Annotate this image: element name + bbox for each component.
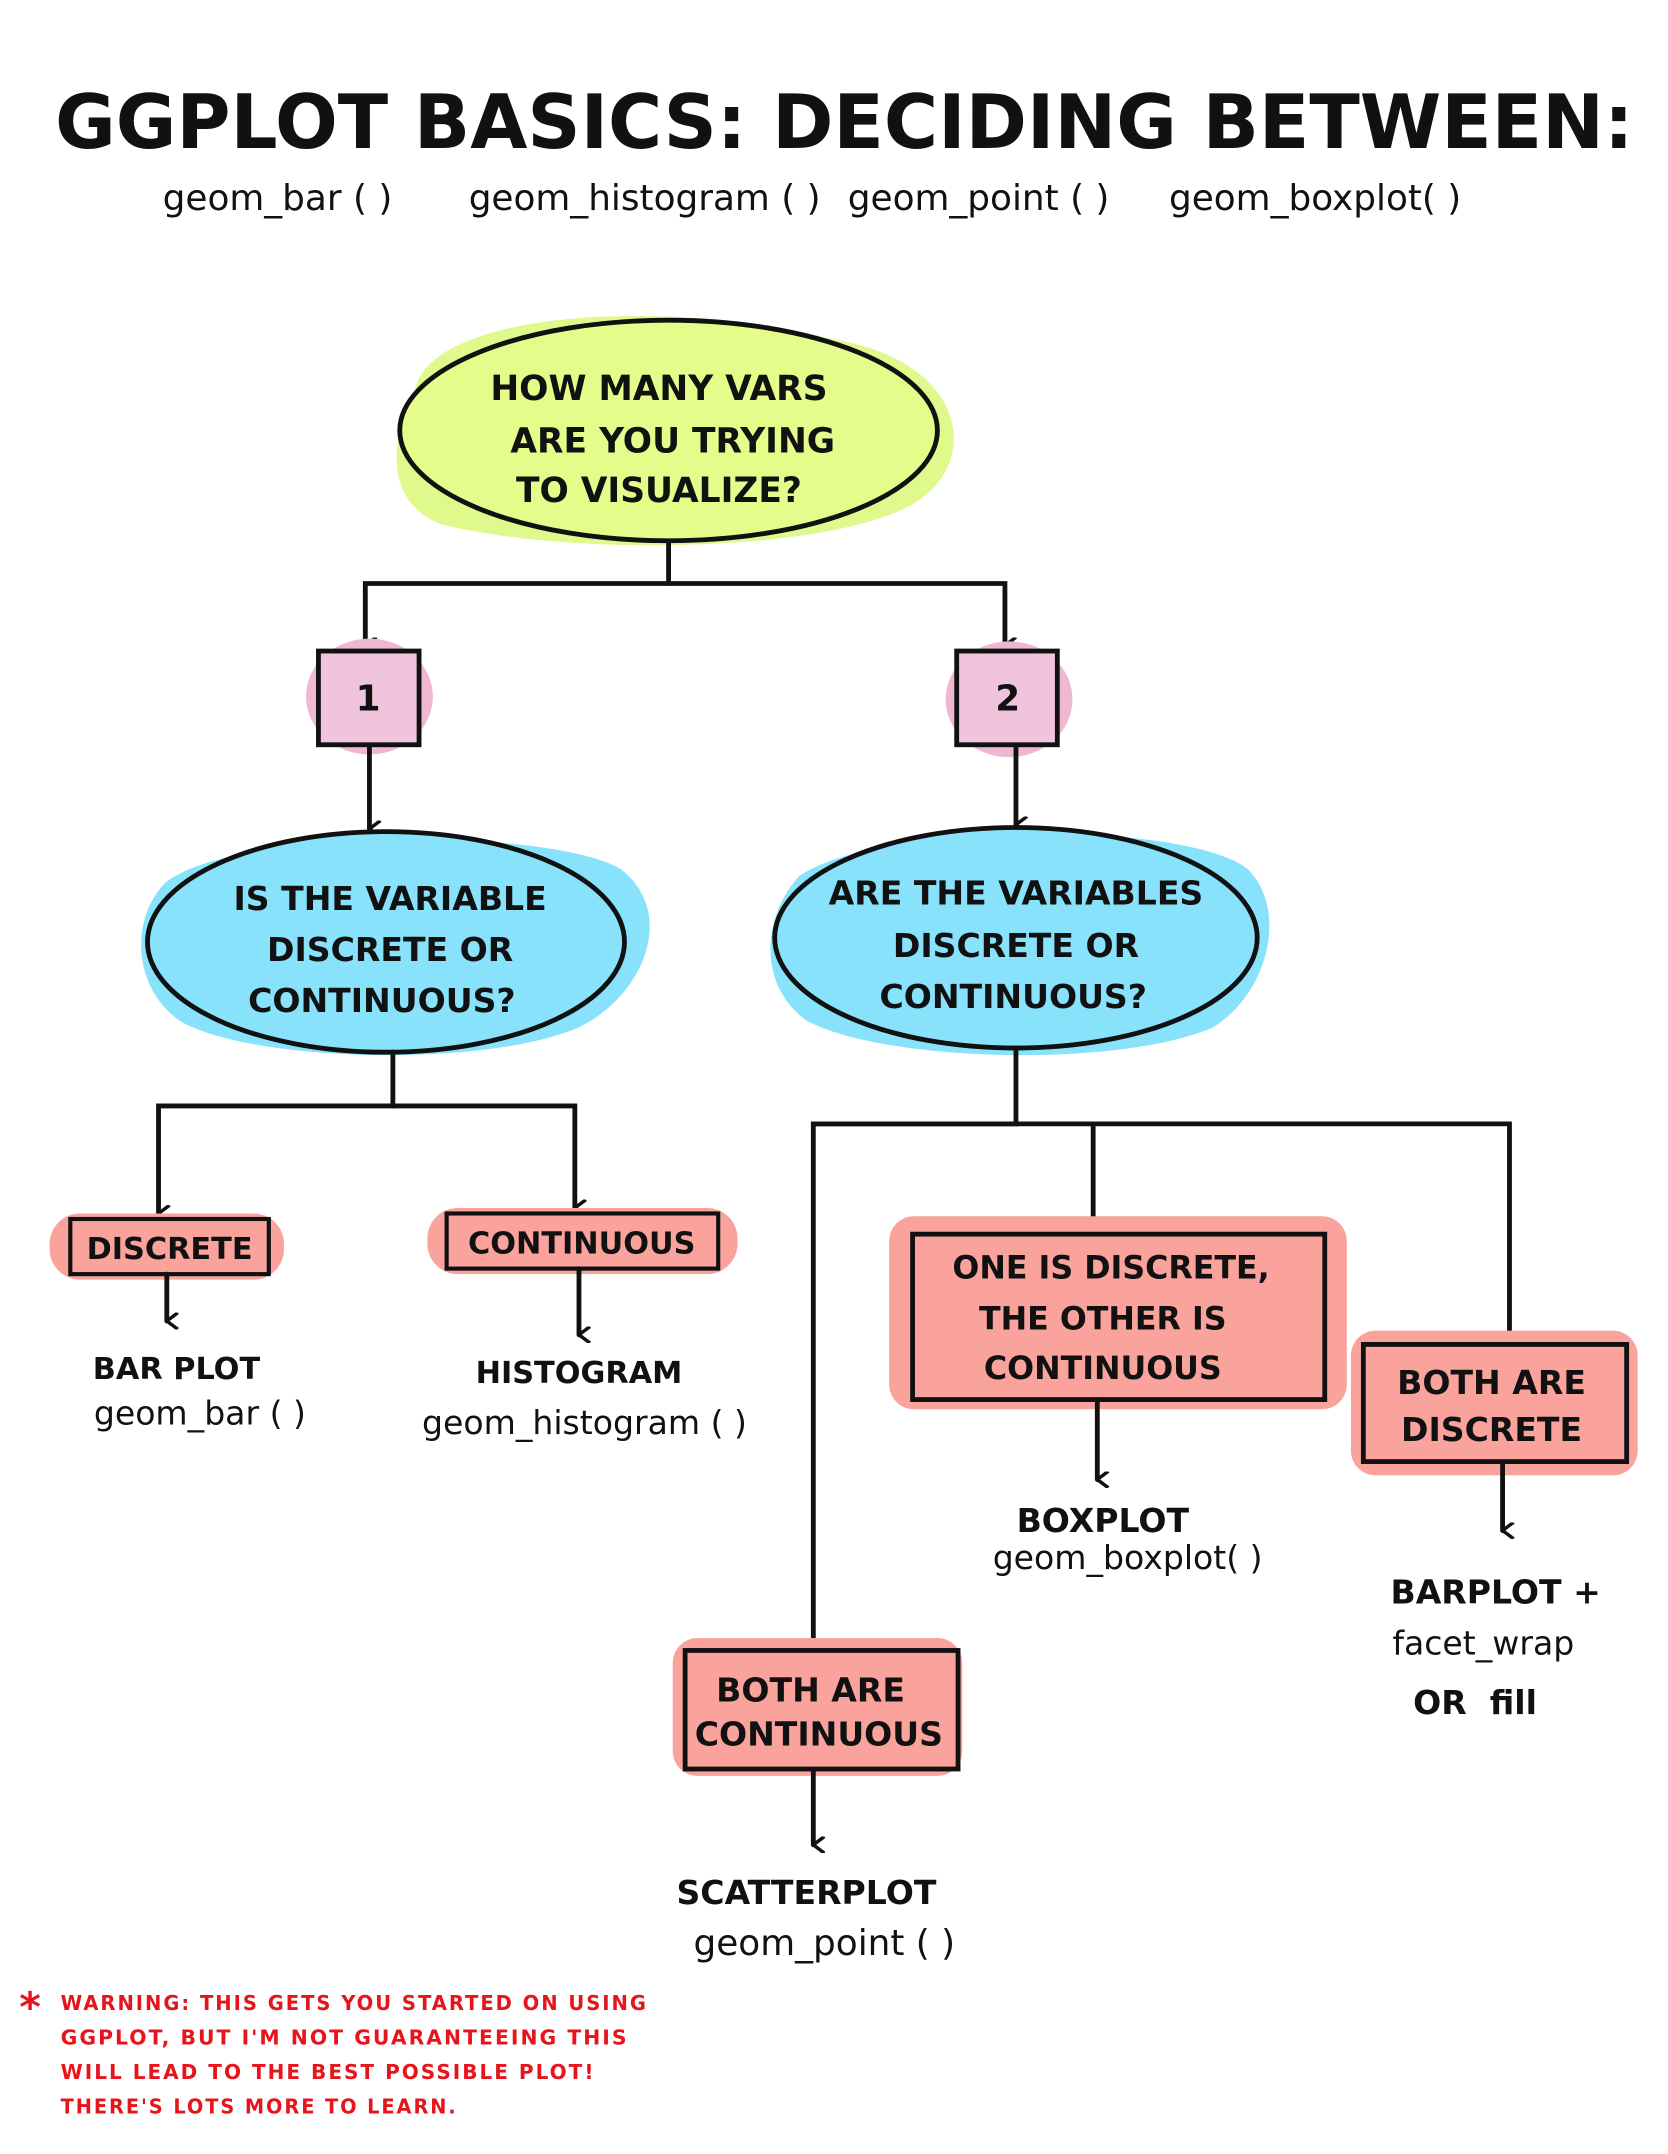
one-var-question-line: CONTINUOUS? bbox=[248, 981, 515, 1020]
continuous-box bbox=[444, 1211, 721, 1271]
connector bbox=[810, 1121, 1509, 1342]
warning-line: GGPLOT, BUT I'M NOT GUARANTEEING THIS bbox=[61, 2026, 629, 2050]
mixed-plot: BOXPLOT bbox=[1017, 1501, 1190, 1540]
both-continuous-box bbox=[682, 1648, 961, 1772]
root-question-line: HOW MANY VARS bbox=[490, 369, 827, 409]
page-title: GGPLOT BASICS: DECIDING BETWEEN: bbox=[55, 79, 1633, 166]
mixed-line: ONE IS DISCRETE, bbox=[952, 1250, 1269, 1286]
warning-line: THERE'S LOTS MORE TO LEARN. bbox=[61, 2095, 458, 2119]
continuous-plot: HISTOGRAM bbox=[476, 1356, 683, 1391]
root-question-line: TO VISUALIZE? bbox=[516, 471, 802, 511]
connector bbox=[362, 538, 671, 646]
both-continuous-line: CONTINUOUS bbox=[695, 1715, 943, 1754]
function-geom-histogram: geom_histogram ( ) bbox=[469, 178, 821, 219]
discrete-label: DISCRETE bbox=[87, 1232, 253, 1267]
function-geom-boxplot: geom_boxplot( ) bbox=[1169, 178, 1461, 219]
both-discrete-line: BOTH ARE bbox=[1397, 1363, 1586, 1402]
mixed-box bbox=[910, 1231, 1328, 1402]
discrete-box bbox=[68, 1216, 271, 1277]
one-var-label: 1 bbox=[356, 678, 381, 719]
two-var-box bbox=[954, 648, 1060, 748]
mixed-func: geom_boxplot( ) bbox=[993, 1538, 1263, 1577]
one-var-question-line: IS THE VARIABLE bbox=[234, 879, 547, 918]
continuous-func: geom_histogram ( ) bbox=[422, 1403, 747, 1442]
root-question-line: ARE YOU TRYING bbox=[510, 422, 835, 462]
two-var-question-line: ARE THE VARIABLES bbox=[829, 874, 1204, 913]
connector bbox=[666, 581, 1005, 645]
both-discrete-box bbox=[1360, 1342, 1630, 1465]
two-var-question-line: CONTINUOUS? bbox=[879, 977, 1146, 1016]
mixed-line: THE OTHER IS bbox=[979, 1301, 1227, 1337]
both-discrete-line: DISCRETE bbox=[1401, 1410, 1582, 1449]
mixed-line: CONTINUOUS bbox=[984, 1351, 1222, 1387]
both-discrete-func: facet_wrap bbox=[1392, 1624, 1574, 1663]
one-var-box bbox=[316, 648, 422, 748]
one-var-question-ellipse bbox=[145, 829, 627, 1055]
warning-line: WARNING: THIS GETS YOU STARTED ON USING bbox=[61, 1991, 648, 2015]
connector bbox=[156, 1049, 396, 1213]
two-var-label: 2 bbox=[995, 678, 1020, 719]
function-geom-bar: geom_bar ( ) bbox=[163, 178, 393, 219]
discrete-plot: BAR PLOT bbox=[93, 1352, 261, 1387]
both-continuous-plot: SCATTERPLOT bbox=[676, 1873, 936, 1912]
connector bbox=[390, 1103, 575, 1208]
both-continuous-func: geom_point ( ) bbox=[694, 1923, 956, 1964]
discrete-func: geom_bar ( ) bbox=[94, 1393, 306, 1432]
warning-line: WILL LEAD TO THE BEST POSSIBLE PLOT! bbox=[61, 2060, 596, 2084]
two-var-question-line: DISCRETE OR bbox=[893, 926, 1139, 965]
both-discrete-plot: BARPLOT + bbox=[1391, 1573, 1601, 1612]
one-var-question-line: DISCRETE OR bbox=[267, 930, 513, 969]
both-continuous-line: BOTH ARE bbox=[716, 1670, 905, 1709]
asterisk-icon: * bbox=[19, 1983, 41, 2031]
continuous-label: CONTINUOUS bbox=[468, 1226, 696, 1261]
function-geom-point: geom_point ( ) bbox=[848, 178, 1110, 219]
both-discrete-alt: OR fill bbox=[1413, 1683, 1537, 1722]
